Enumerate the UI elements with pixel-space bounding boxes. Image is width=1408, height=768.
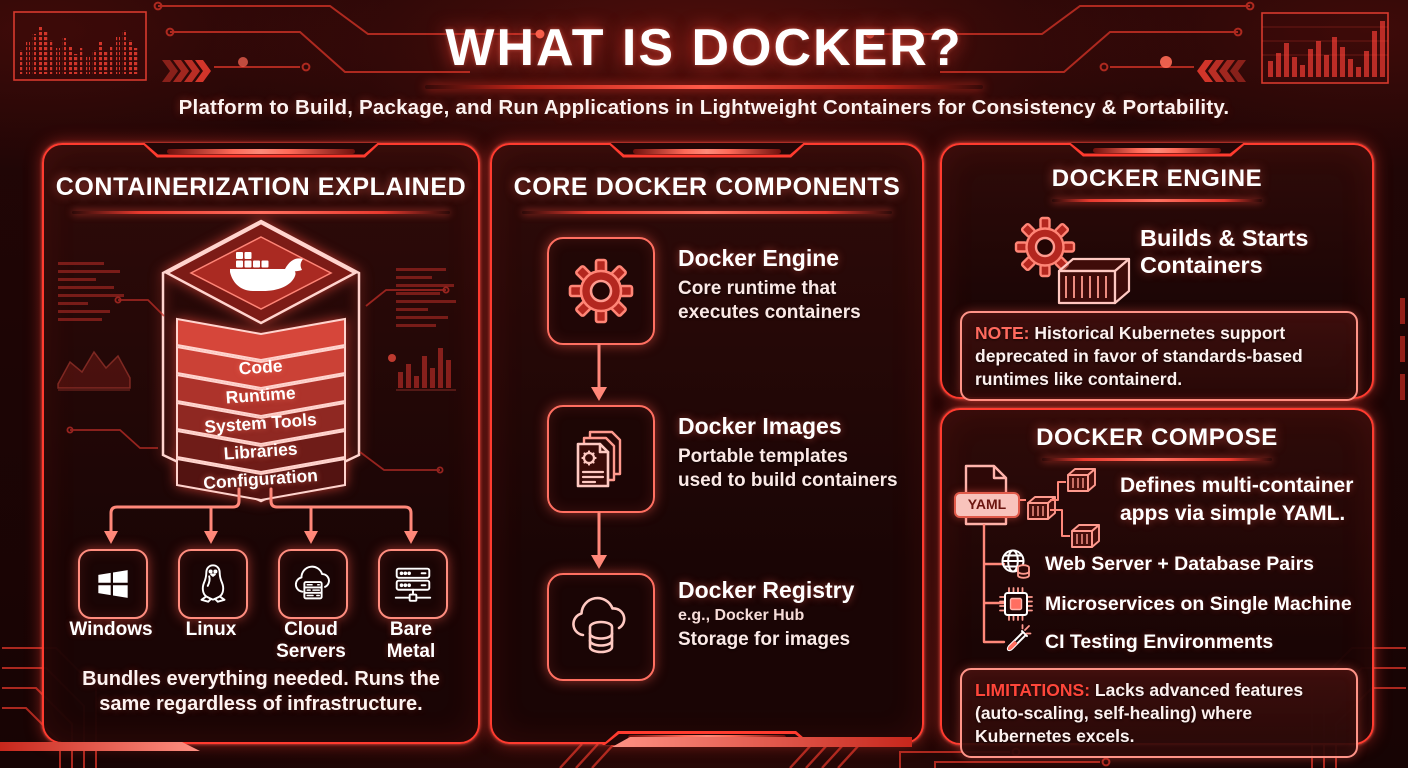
docker-images-icon-box (547, 405, 655, 513)
docker-compose-panel: DOCKER COMPOSE (940, 408, 1374, 759)
bottom-accent-bar-left (0, 742, 200, 751)
component-name: Docker Engine (678, 245, 840, 271)
cloud-database-icon (572, 596, 626, 654)
cloud-servers-icon (294, 565, 330, 600)
platform-label-windows: Windows (69, 619, 153, 640)
flow-arrow (591, 343, 607, 401)
component-desc-line: Portable templates (678, 446, 848, 467)
chevron-arrows-right (1197, 60, 1246, 82)
limitations-label: LIMITATIONS: (975, 680, 1091, 700)
component-desc-line: executes containers (678, 301, 861, 323)
usecase-connector (982, 524, 1006, 644)
linux-penguin-icon (200, 564, 226, 603)
docker-compose-divider (1042, 458, 1272, 461)
limitations-text: Lacks advanced features (auto-scaling, s… (975, 680, 1304, 746)
globe-database-icon (1001, 549, 1030, 579)
container-cubes-icon (1012, 468, 1100, 548)
usecase-label: CI Testing Environments (1045, 630, 1274, 653)
microchip-icon (999, 587, 1033, 621)
containerization-divider (72, 211, 450, 214)
component-desc-line: Storage for images (678, 629, 851, 650)
engine-note-box: NOTE: Historical Kubernetes support depr… (960, 311, 1358, 402)
platform-box-bare-metal (378, 549, 448, 619)
usecase-row-webdb: Web Server + Database Pairs (998, 546, 1314, 582)
headline-line: Defines multi-container (1120, 474, 1354, 497)
component-desc-line: used to build containers (678, 469, 898, 491)
usecase-label: Microservices on Single Machine (1045, 592, 1352, 615)
platform-label-cloud-servers: Cloud Servers (276, 619, 346, 662)
bare-metal-server-icon (394, 567, 432, 602)
platform-box-linux (178, 549, 248, 619)
windows-logo-icon (98, 570, 128, 598)
component-name: Docker Registry (678, 577, 855, 603)
docker-engine-panel: DOCKER ENGINE (940, 143, 1374, 402)
panel-top-tab (607, 143, 807, 158)
container-stack-diagram: Code Runtime System Tools Libraries Conf… (161, 219, 361, 503)
core-components-title: CORE DOCKER COMPONENTS (513, 173, 901, 201)
headline-line: Containers (1140, 252, 1263, 279)
docker-engine-text: Docker Engine Core runtime that executes… (678, 245, 861, 325)
usecase-row-ci-testing: CI Testing Environments (998, 624, 1273, 660)
component-desc-line: Core runtime that (678, 278, 837, 299)
docker-engine-divider (1052, 199, 1262, 202)
usecase-row-microservices: Microservices on Single Machine (998, 586, 1352, 622)
component-name: Docker Images (678, 413, 842, 439)
yaml-badge: YAML (954, 492, 1020, 518)
docker-engine-icon-box (547, 237, 655, 345)
gear-icon (568, 258, 634, 324)
component-example: e.g., Docker Hub (678, 607, 805, 624)
note-label: NOTE: (975, 323, 1030, 343)
note-text: Historical Kubernetes support deprecated… (975, 323, 1303, 389)
stack-layer-label: Runtime (225, 383, 296, 408)
docker-registry-text: Docker Registry e.g., Docker Hub Storage… (678, 577, 854, 652)
platform-label-bare-metal: Bare Metal (386, 619, 436, 662)
headline-line: Builds & Starts (1140, 225, 1309, 251)
containerization-summary-line2: same regardless of infrastructure. (99, 693, 423, 715)
bottom-accent-bar-center (612, 737, 912, 747)
stack-layer-label: Code (238, 355, 283, 378)
core-components-panel: CORE DOCKER COMPONENTS Docke (490, 143, 924, 744)
platform-box-cloud-servers (278, 549, 348, 619)
stack-to-platform-arrows (104, 487, 418, 544)
docker-compose-title: DOCKER COMPOSE (1036, 424, 1278, 451)
docker-images-text: Docker Images Portable templates used to… (678, 413, 898, 493)
containerization-title: CONTAINERIZATION EXPLAINED (55, 173, 467, 201)
stacked-documents-icon (576, 430, 622, 488)
gear-container-icon (1014, 216, 1131, 305)
test-tube-icon (1006, 624, 1032, 652)
compose-limitations-box: LIMITATIONS: Lacks advanced features (au… (960, 668, 1358, 759)
page-subtitle: Platform to Build, Package, and Run Appl… (178, 96, 1230, 119)
platform-box-windows (78, 549, 148, 619)
title-underline (425, 85, 983, 89)
flow-arrow (591, 511, 607, 569)
usecase-label: Web Server + Database Pairs (1045, 552, 1315, 575)
core-components-divider (522, 211, 892, 214)
containerization-panel: CONTAINERIZATION EXPLAINED (42, 143, 480, 744)
docker-registry-icon-box (547, 573, 655, 681)
platform-label-linux: Linux (185, 619, 237, 640)
docker-engine-title: DOCKER ENGINE (1051, 165, 1263, 192)
equalizer-chart-left (13, 11, 147, 81)
bar-chart-right (1261, 12, 1389, 84)
containerization-summary-line1: Bundles everything needed. Runs the (82, 668, 440, 690)
page-title: WHAT IS DOCKER? (445, 19, 963, 77)
panel-top-tab (1067, 143, 1247, 157)
headline-line: apps via simple YAML. (1120, 501, 1346, 525)
docker-engine-headline: Builds & Starts Containers (1140, 225, 1308, 280)
panel-top-tab (141, 143, 381, 158)
chevron-arrows-left (162, 60, 211, 82)
compose-headline: Defines multi-container apps via simple … (1120, 472, 1353, 528)
docker-whale-icon (230, 252, 303, 291)
